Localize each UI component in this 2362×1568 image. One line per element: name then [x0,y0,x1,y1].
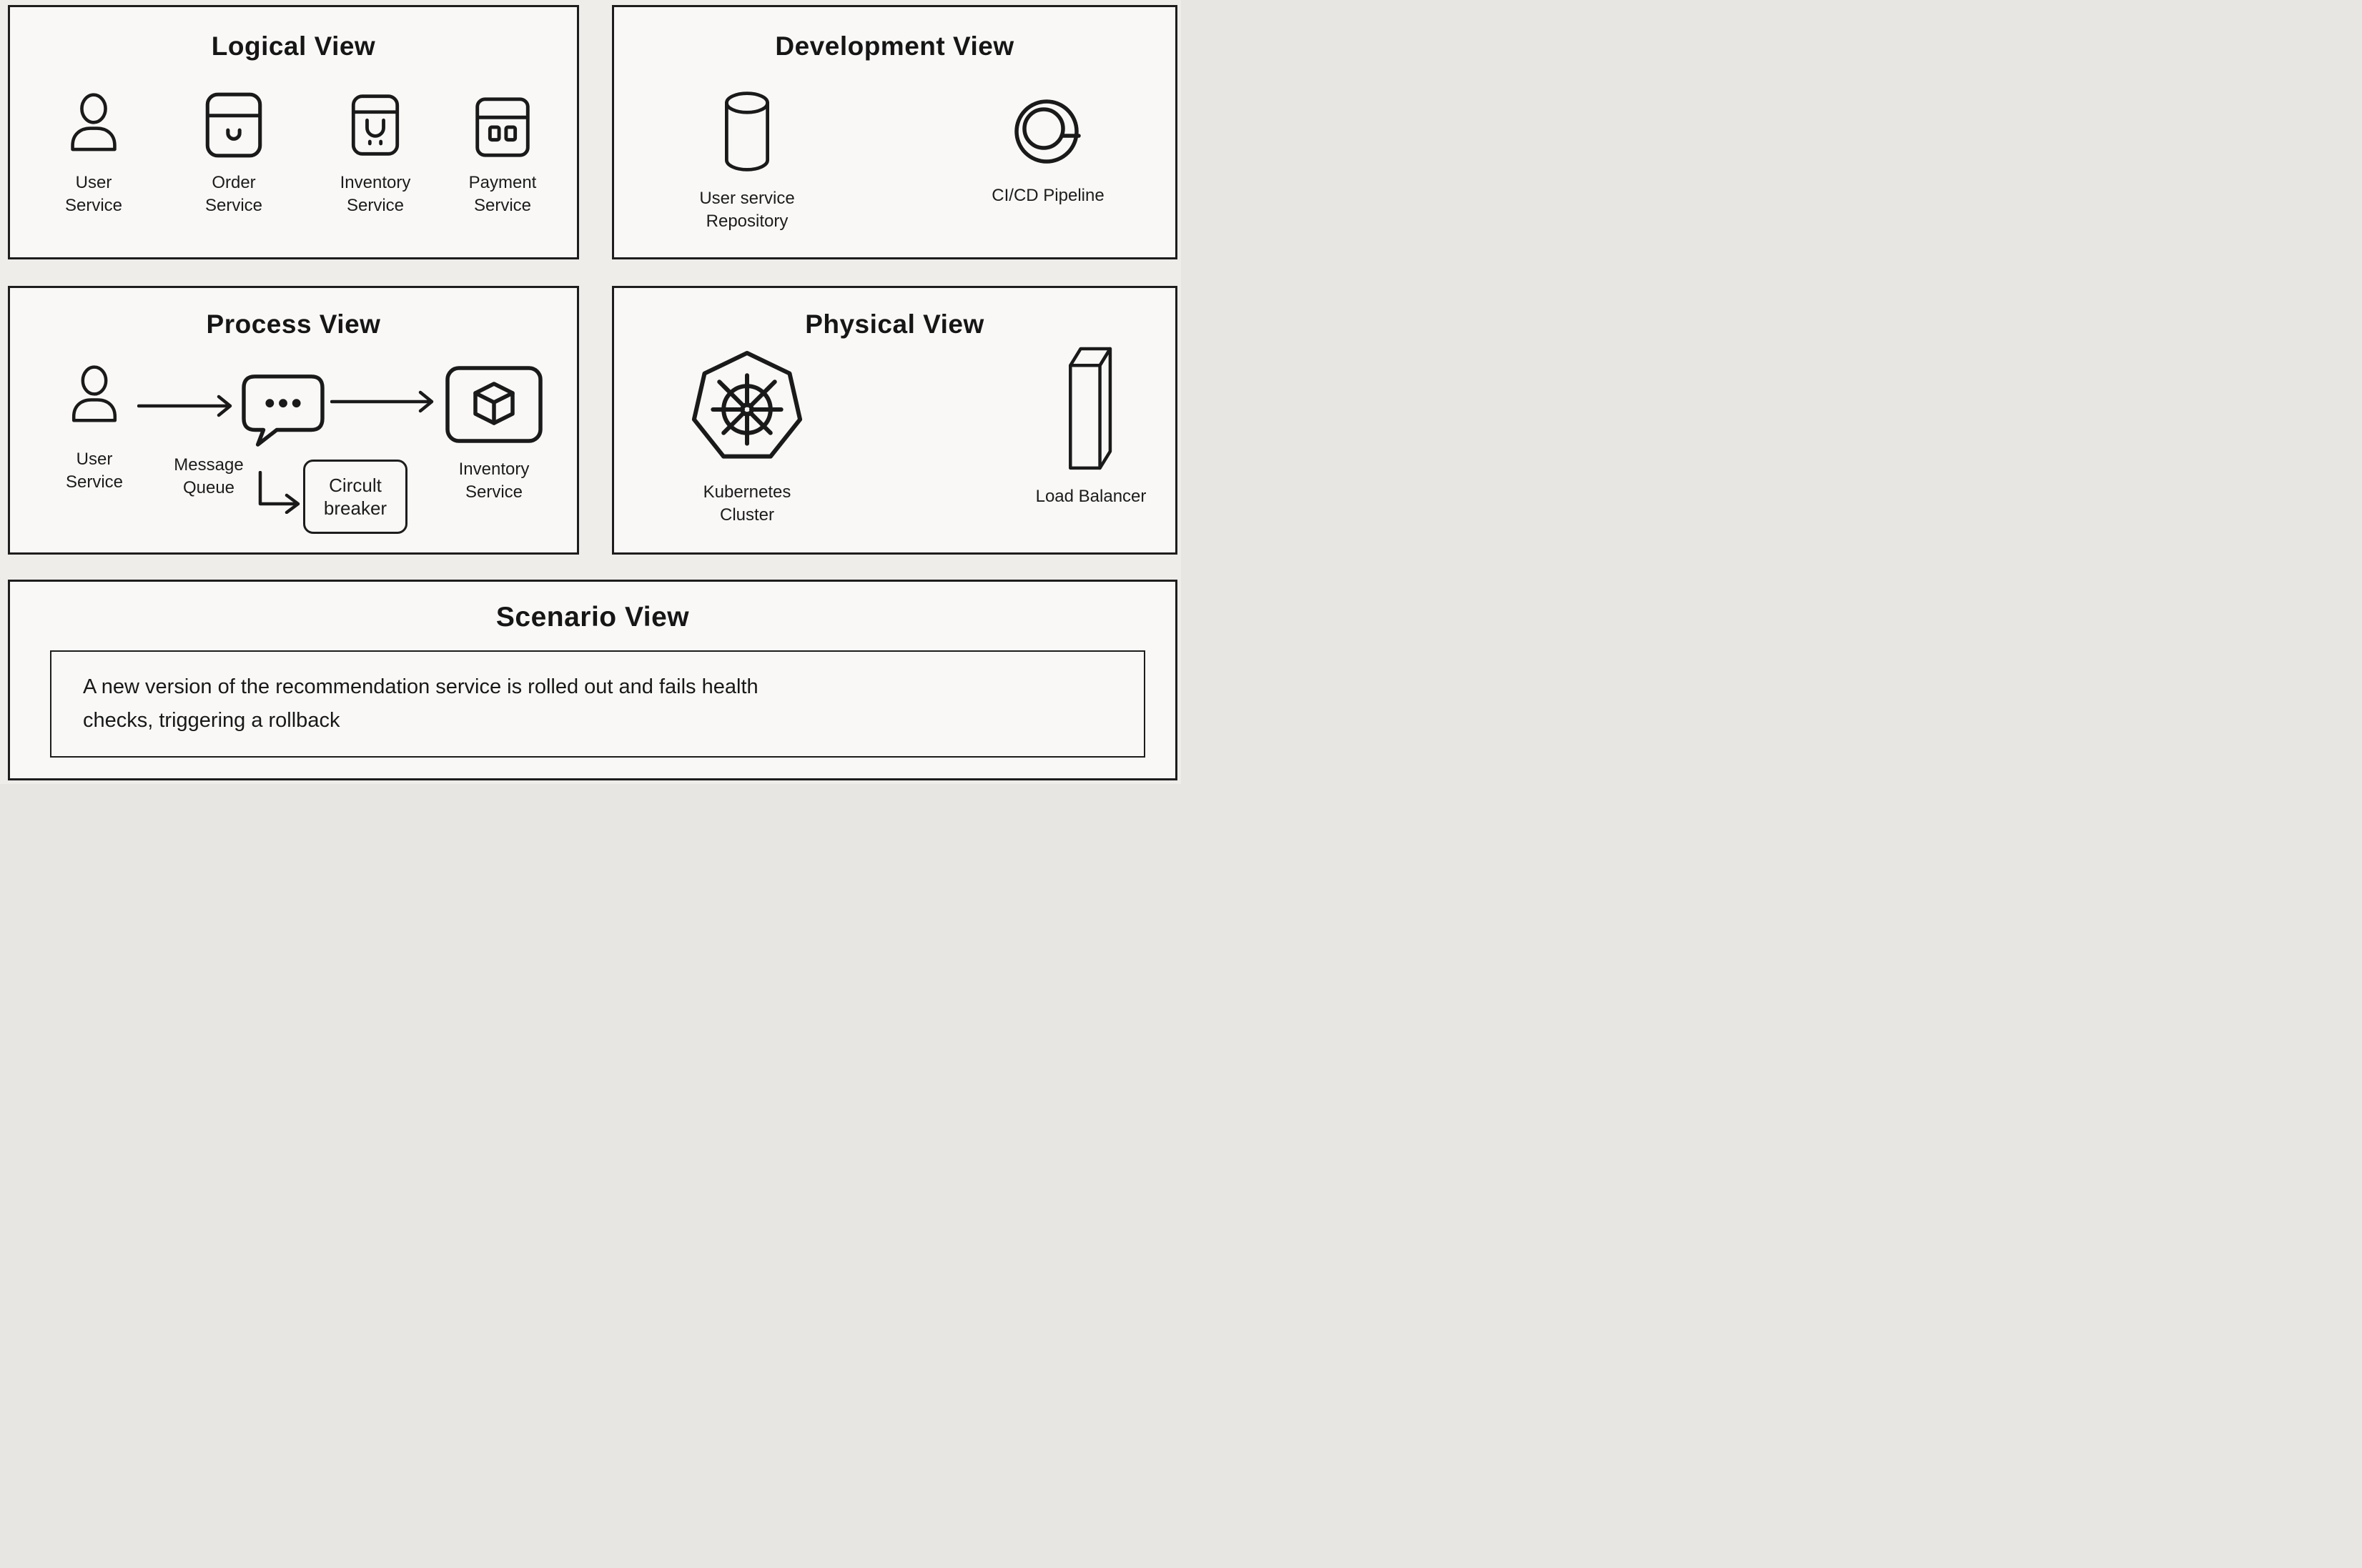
process-node-user-service: User Service [50,358,139,493]
message-queue-label: Message Queue [174,455,244,497]
development-item-repository: User service Repository [676,86,819,232]
user-icon [62,358,127,432]
payment-card-icon [466,84,539,162]
logical-item-label: Order Service [204,173,263,215]
logical-item-order-service: Order Service [173,84,295,217]
load-balancer-icon [1059,341,1123,474]
inventory-cube-icon [443,364,545,445]
logical-view-title: Logical View [211,31,376,61]
database-cylinder-icon [713,86,781,176]
scenario-text-box: A new version of the recommendation serv… [50,650,1145,758]
physical-view-panel: Physical View Kubernetes Cluster [612,286,1177,555]
order-box-icon [197,84,270,162]
cicd-loop-icon [1011,93,1085,169]
arrow-queue-to-inventory [330,390,434,413]
kubernetes-wheel-icon [688,342,806,468]
development-item-label: CI/CD Pipeline [992,186,1105,205]
physical-item-label: Load Balancer [1035,487,1147,506]
physical-item-load-balancer: Load Balancer [1012,341,1170,508]
physical-view-title: Physical View [805,309,984,339]
logical-view-panel: Logical View User Service Order Service [8,5,579,259]
logical-item-user-service: User Service [33,84,154,217]
logical-item-payment-service: Payment Service [442,84,563,217]
message-queue-bubble-icon [237,371,329,450]
process-node-label: User Service [65,450,124,492]
development-item-label: User service Repository [699,189,795,231]
process-view-title: Process View [206,309,381,339]
process-view-panel: Process View User Service Messa [8,286,579,555]
physical-item-label: Kubernetes Cluster [703,482,791,525]
development-view-title: Development View [775,31,1014,61]
architecture-views-diagram: Logical View User Service Order Service [0,0,1181,784]
scenario-view-panel: Scenario View A new version of the recom… [8,580,1177,780]
arrow-user-to-queue [137,395,232,417]
scenario-text: A new version of the recommendation serv… [83,675,758,732]
inventory-basket-icon [341,84,410,162]
logical-item-inventory-service: Inventory Service [315,84,436,217]
logical-item-label: Payment Service [468,173,537,215]
logical-item-label: User Service [64,173,123,215]
development-view-panel: Development View User service Repository… [612,5,1177,259]
logical-item-label: Inventory Service [340,173,411,215]
circuit-breaker-node: Circult breaker [303,460,407,534]
development-item-cicd: CI/CD Pipeline [969,93,1127,207]
physical-item-kubernetes: Kubernetes Cluster [676,342,819,526]
process-inventory-label: Inventory Service [458,460,530,502]
circuit-breaker-label: Circult breaker [323,474,387,520]
scenario-view-title: Scenario View [495,602,690,632]
arrow-queue-to-breaker [258,471,300,514]
user-icon [61,84,127,162]
